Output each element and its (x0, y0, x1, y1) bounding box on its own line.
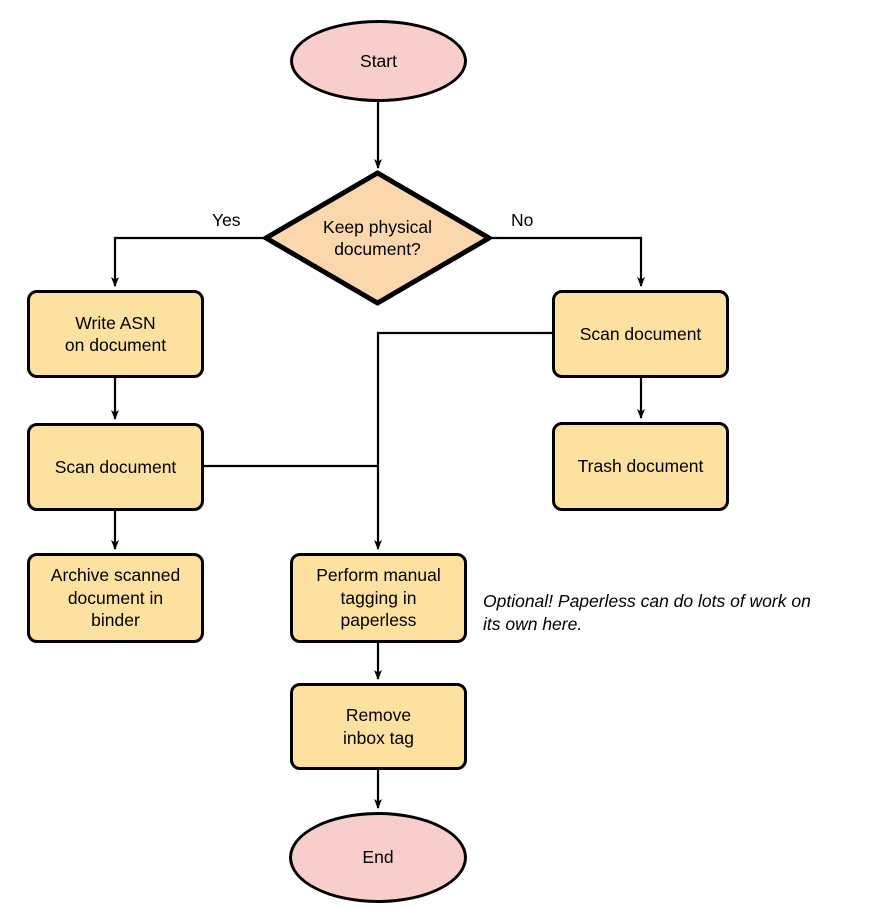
annotation-line-1: Optional! Paperless can do lots of work … (483, 591, 811, 611)
node-archive-in-binder-label: Archive scanned document in binder (50, 565, 181, 631)
node-archive-in-binder[interactable]: Archive scanned document in binder (27, 553, 204, 643)
node-trash-document[interactable]: Trash document (552, 422, 729, 511)
node-manual-tagging-label: Perform manual tagging in paperless (316, 565, 441, 631)
edge-scan-right-to-manual-tagging (374, 331, 552, 550)
node-keep-physical-document[interactable]: Keep physical document? (263, 170, 492, 306)
annotation-optional-note: Optional! Paperless can do lots of work … (483, 590, 883, 636)
node-remove-inbox-tag[interactable]: Remove inbox tag (290, 683, 467, 770)
edge-label-yes-text: Yes (212, 210, 241, 230)
node-start-label: Start (360, 50, 397, 71)
edge-label-no-text: No (511, 210, 534, 230)
edge-decision-to-scan-right (492, 236, 645, 287)
node-write-asn[interactable]: Write ASN on document (27, 290, 204, 378)
annotation-line-2: its own here. (483, 614, 583, 635)
node-keep-physical-document-label: Keep physical document? (323, 216, 432, 259)
node-remove-inbox-tag-label: Remove inbox tag (342, 705, 415, 748)
node-scan-document-left-label: Scan document (54, 456, 177, 477)
diamond-shape (263, 170, 492, 306)
node-end-label: End (362, 847, 394, 868)
edge-decision-to-write-asn (111, 236, 263, 287)
node-scan-document-right-label: Scan document (579, 323, 702, 344)
edge-label-yes: Yes (209, 210, 244, 231)
node-scan-document-left[interactable]: Scan document (27, 423, 204, 511)
node-manual-tagging[interactable]: Perform manual tagging in paperless (290, 553, 467, 643)
node-end[interactable]: End (289, 812, 467, 903)
node-write-asn-label: Write ASN on document (64, 312, 167, 355)
node-start[interactable]: Start (290, 20, 467, 102)
edge-label-no: No (508, 210, 537, 231)
node-scan-document-right[interactable]: Scan document (552, 290, 729, 378)
node-trash-document-label: Trash document (577, 456, 704, 477)
